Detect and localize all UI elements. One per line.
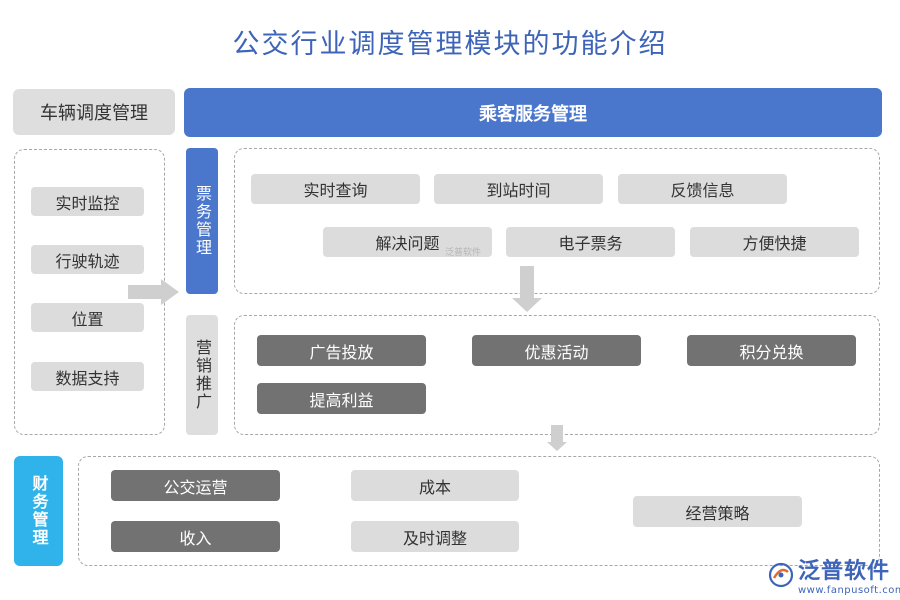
marketing-panel: [234, 315, 880, 435]
ticket-management-panel: [234, 148, 880, 294]
arrow-down-shaft: [520, 266, 534, 298]
left-item-driving-track: 行驶轨迹: [31, 245, 144, 274]
left-item-position: 位置: [31, 303, 144, 332]
ticket-item-e-ticket: 电子票务: [506, 227, 675, 257]
left-item-data-support: 数据支持: [31, 362, 144, 391]
tab-marketing: 营销推广: [186, 315, 218, 435]
page-title: 公交行业调度管理模块的功能介绍: [232, 29, 668, 60]
marketing-item-promotions: 优惠活动: [472, 335, 641, 366]
brand-logo: 泛普软件 www.fanpusoft.com: [768, 553, 900, 596]
ticket-item-solve-problems: 解决问题: [323, 227, 492, 257]
ticket-item-arrival-time: 到站时间: [434, 174, 603, 204]
arrow-right-shaft: [128, 285, 162, 299]
ticket-item-realtime-query: 实时查询: [251, 174, 420, 204]
finance-item-bus-operation: 公交运营: [111, 470, 280, 501]
finance-item-income: 收入: [111, 521, 280, 552]
marketing-item-ads: 广告投放: [257, 335, 426, 366]
watermark: 泛普软件: [445, 248, 482, 258]
finance-item-cost: 成本: [351, 470, 519, 501]
finance-item-timely-adjust: 及时调整: [351, 521, 519, 552]
header-vehicle-dispatch: 车辆调度管理: [13, 89, 175, 135]
tab-finance: 财务管理: [14, 456, 63, 566]
marketing-item-increase-profit: 提高利益: [257, 383, 426, 414]
ticket-item-feedback: 反馈信息: [618, 174, 787, 204]
arrow-down-small-shaft: [551, 425, 563, 442]
arrow-down-small-icon: [547, 442, 567, 451]
left-item-realtime-monitor: 实时监控: [31, 187, 144, 216]
arrow-down-icon: [512, 298, 542, 312]
marketing-item-points-exchange: 积分兑换: [687, 335, 856, 366]
finance-item-business-strategy: 经营策略: [633, 496, 802, 527]
tab-ticket-management: 票务管理: [186, 148, 218, 294]
logo-name: 泛普软件: [798, 559, 891, 584]
header-passenger-service: 乘客服务管理: [184, 88, 882, 137]
ticket-item-convenient: 方便快捷: [690, 227, 859, 257]
fanpu-logo-icon: [768, 562, 794, 587]
logo-url: www.fanpusoft.com: [798, 585, 900, 596]
arrow-right-icon: [161, 279, 179, 305]
